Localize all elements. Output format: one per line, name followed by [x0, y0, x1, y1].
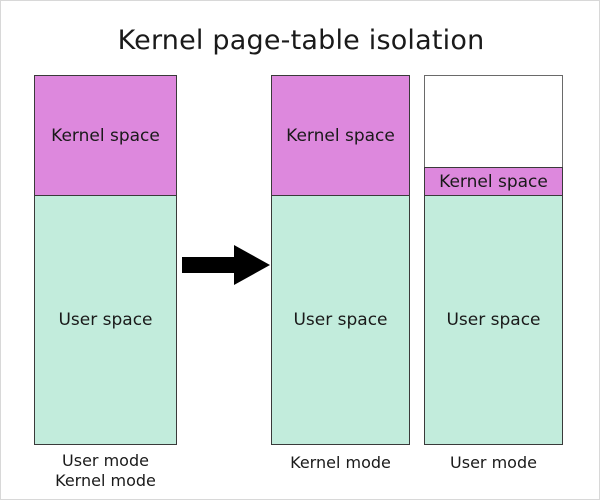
- segment-unmapped-kernel: [424, 75, 563, 169]
- segment-label: Kernel space: [439, 172, 548, 192]
- segment-kernel-space: Kernel space: [34, 75, 177, 197]
- segment-label: User space: [58, 310, 153, 330]
- segment-kernel-space-stub: Kernel space: [424, 167, 563, 197]
- segment-user-space: User space: [34, 195, 177, 445]
- column-box: Kernel space User space: [424, 75, 563, 445]
- column-box: Kernel space User space: [271, 75, 410, 445]
- segment-label: Kernel space: [286, 126, 395, 146]
- column-caption-user-mode: User mode: [450, 453, 537, 472]
- segment-label: Kernel space: [51, 126, 160, 146]
- segment-user-space: User space: [271, 195, 410, 445]
- column-box: Kernel space User space: [34, 75, 177, 445]
- right-arrow-icon: [182, 245, 270, 285]
- column-caption-before: User mode Kernel mode: [55, 451, 156, 490]
- page-title: Kernel page-table isolation: [117, 25, 485, 56]
- segment-user-space: User space: [424, 195, 563, 445]
- segment-label: User space: [446, 310, 541, 330]
- segment-kernel-space: Kernel space: [271, 75, 410, 197]
- segment-label: User space: [293, 310, 388, 330]
- column-caption-kernel-mode: Kernel mode: [290, 453, 391, 472]
